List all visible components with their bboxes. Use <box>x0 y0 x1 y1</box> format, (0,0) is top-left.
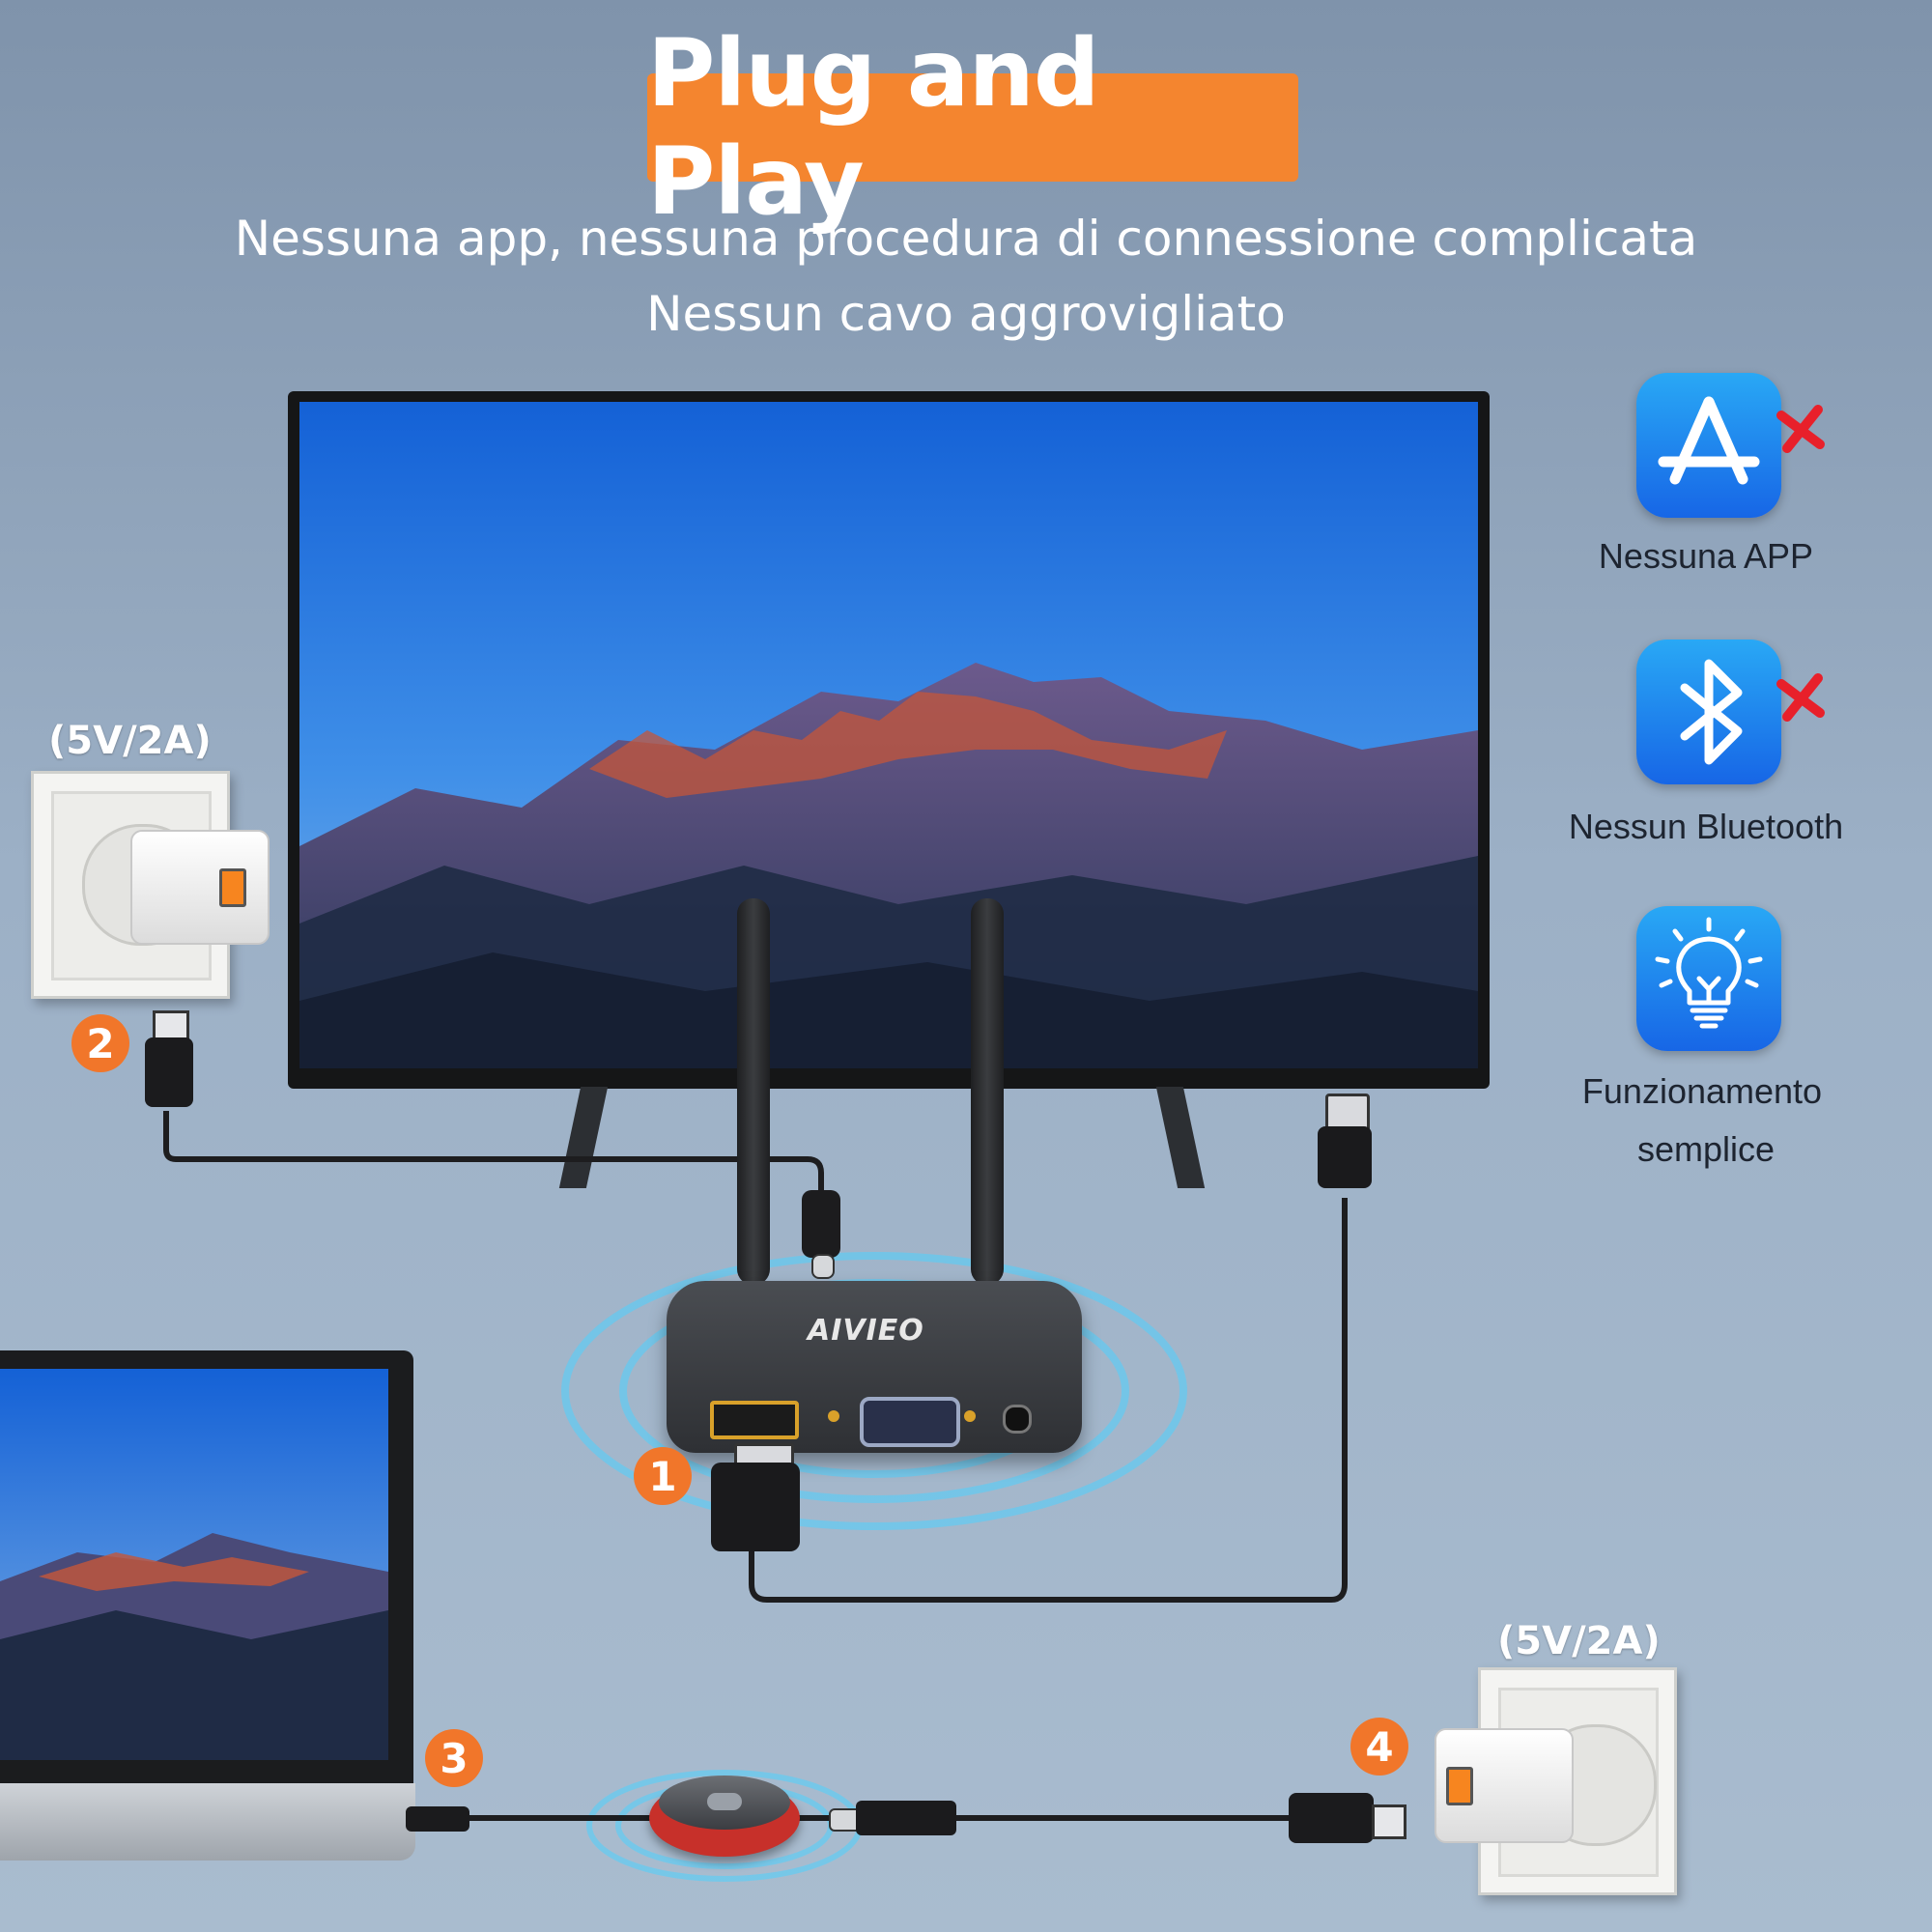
charger-usb-port-right <box>1446 1767 1473 1805</box>
lightbulb-icon <box>1636 906 1781 1051</box>
wall-socket-left <box>31 771 270 999</box>
subtitle-line-2: Nessun cavo aggrovigliato <box>646 286 1286 342</box>
step-badge-3: 3 <box>425 1729 483 1787</box>
feature-label-no-app: Nessuna APP <box>1598 536 1814 576</box>
charger-usb-port-left <box>219 868 246 907</box>
app-store-icon <box>1636 373 1781 518</box>
usb-a-plug-left <box>145 1037 193 1107</box>
laptop-keyboard-base <box>0 1783 415 1861</box>
step-badge-1: 1 <box>634 1447 692 1505</box>
usb-a-plug-bottom-tip <box>1372 1804 1406 1839</box>
power-label-right: (5V/2A) <box>1497 1619 1661 1663</box>
hdmi-port <box>710 1401 799 1439</box>
audio-jack <box>1003 1405 1032 1434</box>
power-label-left: (5V/2A) <box>48 719 212 763</box>
wall-socket-right <box>1435 1667 1677 1895</box>
step-badge-4: 4 <box>1350 1718 1408 1776</box>
feature-label-simple-line1: Funzionamento <box>1581 1071 1823 1111</box>
feature-label-no-bluetooth: Nessun Bluetooth <box>1568 807 1844 846</box>
cross-icon-app <box>1776 405 1825 453</box>
transmitter-button[interactable] <box>707 1793 742 1810</box>
laptop-screen-landscape <box>0 1369 388 1760</box>
page-title: Plug and Play <box>647 19 1100 236</box>
antenna-left <box>737 898 770 1285</box>
vga-screw-left <box>828 1410 839 1422</box>
title-banner: Plug and Play <box>647 19 1298 236</box>
transmitter-usb-c-plug <box>406 1806 469 1832</box>
usb-c-tip <box>811 1254 835 1279</box>
feature-label-simple-line2: semplice <box>1636 1129 1776 1169</box>
hdmi-cable <box>749 1198 1348 1603</box>
antenna-right <box>971 898 1004 1285</box>
vga-port <box>860 1397 960 1447</box>
usb-power-cable <box>163 1111 824 1198</box>
usb-a-plug-bottom <box>1289 1793 1374 1843</box>
usb-c-plug <box>802 1190 840 1258</box>
usb-charger-left <box>130 830 270 945</box>
receiver-brand: AIVIEO <box>808 1314 924 1348</box>
usb-c-adapter <box>856 1801 956 1835</box>
bluetooth-icon <box>1636 639 1781 784</box>
hdmi-plug-tv <box>1318 1126 1372 1188</box>
vga-screw-right <box>964 1410 976 1422</box>
step-badge-2: 2 <box>71 1014 129 1072</box>
subtitle-line-1: Nessuna app, nessuna procedura di connes… <box>234 211 1698 267</box>
hdmi-plug-receiver <box>711 1463 800 1551</box>
tv-screen-landscape <box>299 402 1478 1068</box>
cross-icon-bluetooth <box>1776 673 1825 722</box>
